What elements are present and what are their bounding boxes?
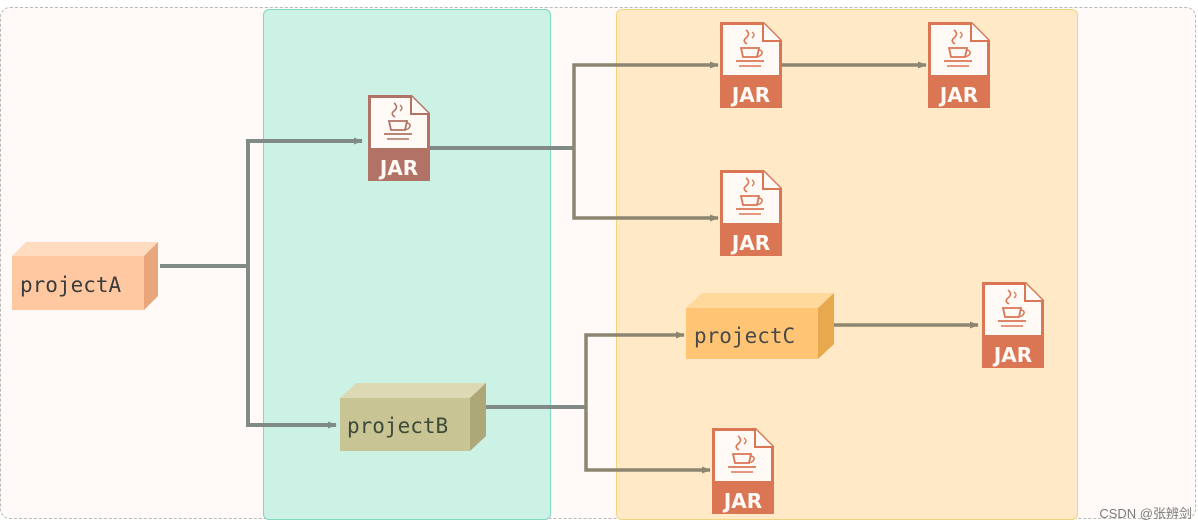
jar-file-icon: JAR: [711, 427, 775, 515]
watermark: CSDN @张辨剑: [1099, 506, 1192, 521]
connector-trunk-down: [246, 266, 337, 429]
jar-file-icon: JAR: [367, 94, 431, 182]
projectA-label: projectA: [20, 273, 122, 297]
jar-file-icon: JAR: [719, 21, 783, 109]
jar-file-icon: JAR: [719, 169, 783, 257]
connector-projectB-up: [584, 331, 685, 407]
svg-text:JAR: JAR: [992, 343, 1032, 367]
svg-text:JAR: JAR: [722, 489, 762, 513]
yellow-zone: [616, 9, 1078, 520]
svg-text:JAR: JAR: [730, 231, 770, 255]
jar-file-icon: JAR: [927, 21, 991, 109]
svg-text:JAR: JAR: [938, 83, 978, 107]
projectB-label: projectB: [347, 414, 448, 438]
connector-branch-bottom: [572, 148, 719, 222]
svg-text:JAR: JAR: [378, 156, 418, 180]
projectC-label: projectC: [694, 324, 795, 348]
jar-file-icon: JAR: [981, 281, 1045, 369]
connector-trunk-up: [246, 137, 363, 266]
projectC-box: projectC: [686, 293, 834, 359]
projectB-box: projectB: [340, 383, 486, 451]
connector-branch-top: [572, 61, 719, 148]
svg-text:JAR: JAR: [730, 83, 770, 107]
connector-projectB-down: [584, 407, 711, 474]
projectA-box: projectA: [12, 242, 158, 310]
